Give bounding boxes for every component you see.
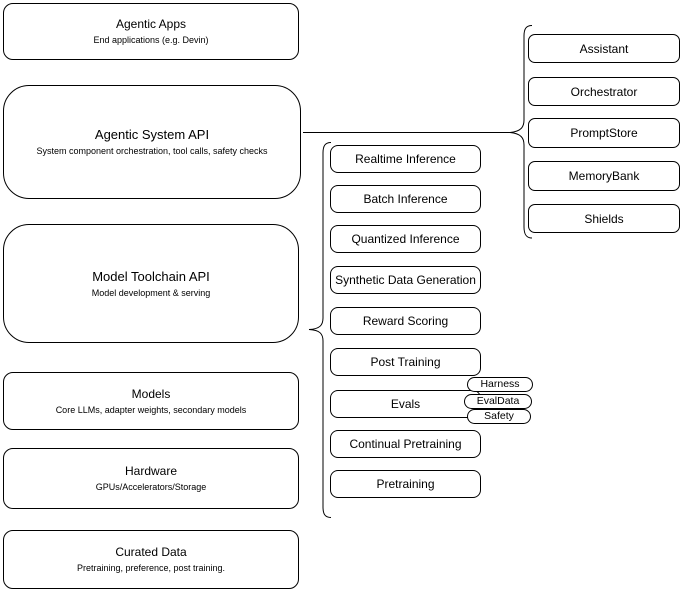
badge-safety: Safety: [467, 409, 531, 424]
node-reward-scoring: Reward Scoring: [330, 307, 481, 335]
box-agentic-apps-subtitle: End applications (e.g. Devin): [93, 35, 209, 45]
box-agentic-apps: Agentic Apps End applications (e.g. Devi…: [3, 3, 299, 60]
node-assistant: Assistant: [528, 34, 680, 63]
node-evals: Evals: [330, 390, 481, 418]
toolchain-group-brace: [308, 142, 332, 518]
box-model-toolchain-api-subtitle: Model development & serving: [91, 287, 211, 298]
box-model-toolchain-api: Model Toolchain API Model development & …: [3, 224, 299, 343]
node-pretraining: Pretraining: [330, 470, 481, 498]
node-synthetic-data-generation: Synthetic Data Generation: [330, 266, 481, 294]
box-agentic-system-api-subtitle: System component orchestration, tool cal…: [36, 146, 268, 156]
node-orchestrator: Orchestrator: [528, 77, 680, 106]
node-promptstore: PromptStore: [528, 118, 680, 148]
box-curated-data-subtitle: Pretraining, preference, post training.: [76, 563, 226, 573]
box-models: Models Core LLMs, adapter weights, secon…: [3, 372, 299, 430]
box-curated-data-title: Curated Data: [115, 545, 187, 559]
box-agentic-apps-title: Agentic Apps: [115, 17, 187, 31]
node-continual-pretraining: Continual Pretraining: [330, 430, 481, 458]
box-models-subtitle: Core LLMs, adapter weights, secondary mo…: [55, 404, 247, 415]
node-realtime-inference: Realtime Inference: [330, 145, 481, 173]
node-shields: Shields: [528, 204, 680, 233]
box-models-title: Models: [131, 386, 171, 401]
node-quantized-inference: Quantized Inference: [330, 225, 481, 253]
box-curated-data: Curated Data Pretraining, preference, po…: [3, 530, 299, 589]
box-agentic-system-api: Agentic System API System component orch…: [3, 85, 301, 199]
box-model-toolchain-api-title: Model Toolchain API: [92, 268, 210, 284]
box-agentic-system-api-title: Agentic System API: [94, 127, 210, 142]
node-post-training: Post Training: [330, 348, 481, 376]
box-hardware: Hardware GPUs/Accelerators/Storage: [3, 448, 299, 509]
node-batch-inference: Batch Inference: [330, 185, 481, 213]
badge-evaldata: EvalData: [464, 394, 532, 409]
box-hardware-title: Hardware: [124, 464, 178, 478]
box-hardware-subtitle: GPUs/Accelerators/Storage: [95, 482, 207, 492]
badge-harness: Harness: [467, 377, 533, 392]
node-memorybank: MemoryBank: [528, 161, 680, 191]
